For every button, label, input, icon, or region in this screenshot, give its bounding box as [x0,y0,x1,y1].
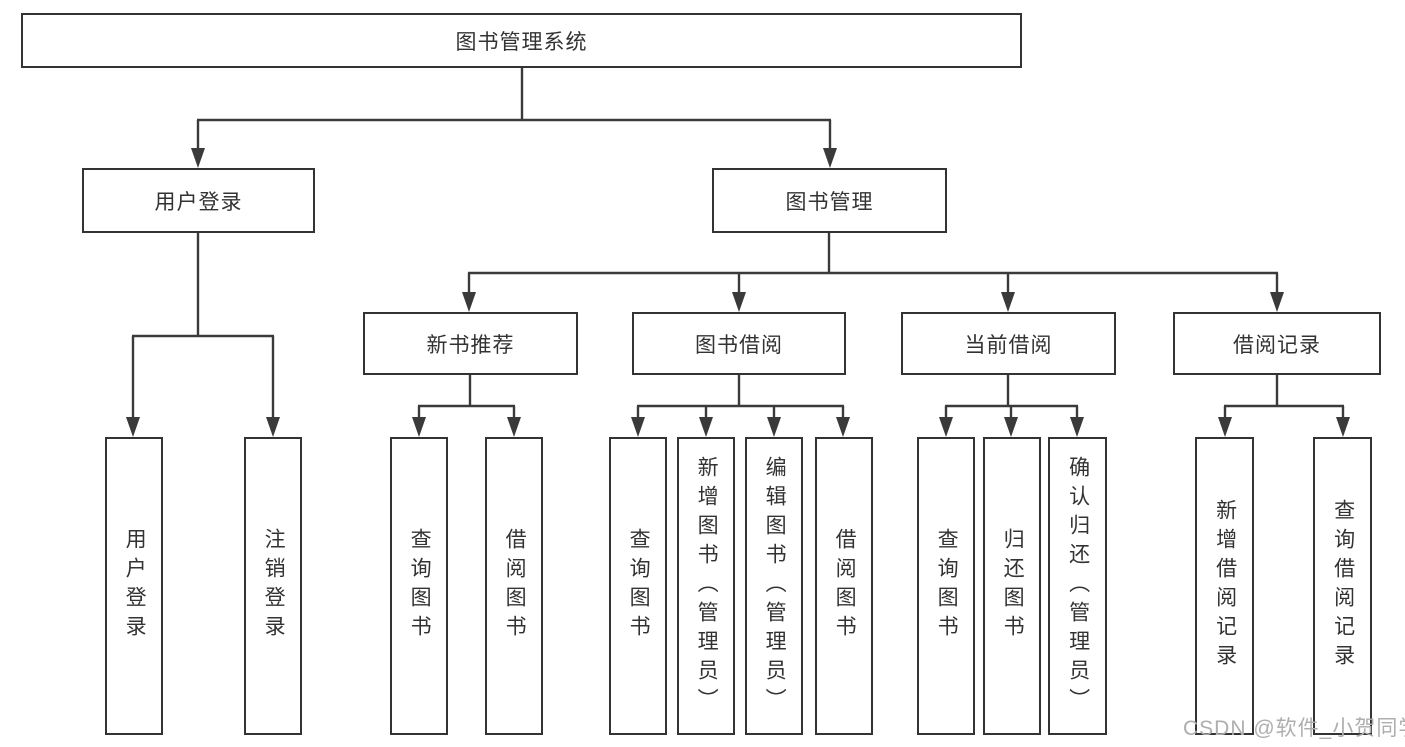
node-label: 图书管理 [785,190,874,214]
leaf-label: 用户登录 [123,528,147,644]
leaf-query-borrow-record: 查询借阅记录 [1313,437,1372,735]
leaf-query-books-recommend: 查询图书 [390,437,448,735]
leaf-label: 归还图书 [1001,528,1025,644]
node-label: 图书借阅 [695,333,783,357]
node-library-management-system: 图书管理系统 [21,13,1022,68]
leaf-query-books-current: 查询图书 [917,437,975,735]
node-new-book-recommendation: 新书推荐 [363,312,578,375]
leaf-borrow-books-borrowing: 借阅图书 [815,437,873,735]
node-book-borrowing: 图书借阅 [632,312,846,375]
leaf-query-books-borrowing: 查询图书 [609,437,667,735]
node-label: 借阅记录 [1233,333,1321,357]
node-label: 新书推荐 [426,333,515,357]
leaf-label: 确认归还（管理员） [1066,455,1090,717]
leaf-label: 借阅图书 [503,528,527,644]
leaf-label: 查询图书 [627,528,651,644]
node-user-login: 用户登录 [82,168,315,233]
watermark-csdn: CSDN @软件_小贺同学 [1183,717,1405,740]
leaf-confirm-return-admin: 确认归还（管理员） [1048,437,1107,735]
leaf-borrow-books-recommend: 借阅图书 [485,437,543,735]
leaf-user-login: 用户登录 [105,437,163,735]
leaf-label: 注销登录 [262,528,286,644]
node-label: 当前借阅 [964,333,1053,357]
leaf-add-books-admin: 新增图书（管理员） [677,437,735,735]
leaf-edit-books-admin: 编辑图书（管理员） [745,437,803,735]
leaf-add-borrow-record: 新增借阅记录 [1195,437,1254,735]
leaf-logout-login: 注销登录 [244,437,302,735]
node-label: 用户登录 [154,190,243,214]
node-label: 图书管理系统 [455,30,588,54]
leaf-label: 查询借阅记录 [1331,499,1355,673]
leaf-label: 新增图书（管理员） [695,455,719,717]
leaf-label: 编辑图书（管理员） [763,455,787,717]
leaf-label: 查询图书 [408,528,432,644]
leaf-return-books: 归还图书 [983,437,1041,735]
leaf-label: 借阅图书 [833,528,857,644]
leaf-label: 查询图书 [935,528,959,644]
node-current-borrowing: 当前借阅 [901,312,1116,375]
node-borrowing-records: 借阅记录 [1173,312,1381,375]
leaf-label: 新增借阅记录 [1213,499,1237,673]
node-book-management: 图书管理 [712,168,947,233]
